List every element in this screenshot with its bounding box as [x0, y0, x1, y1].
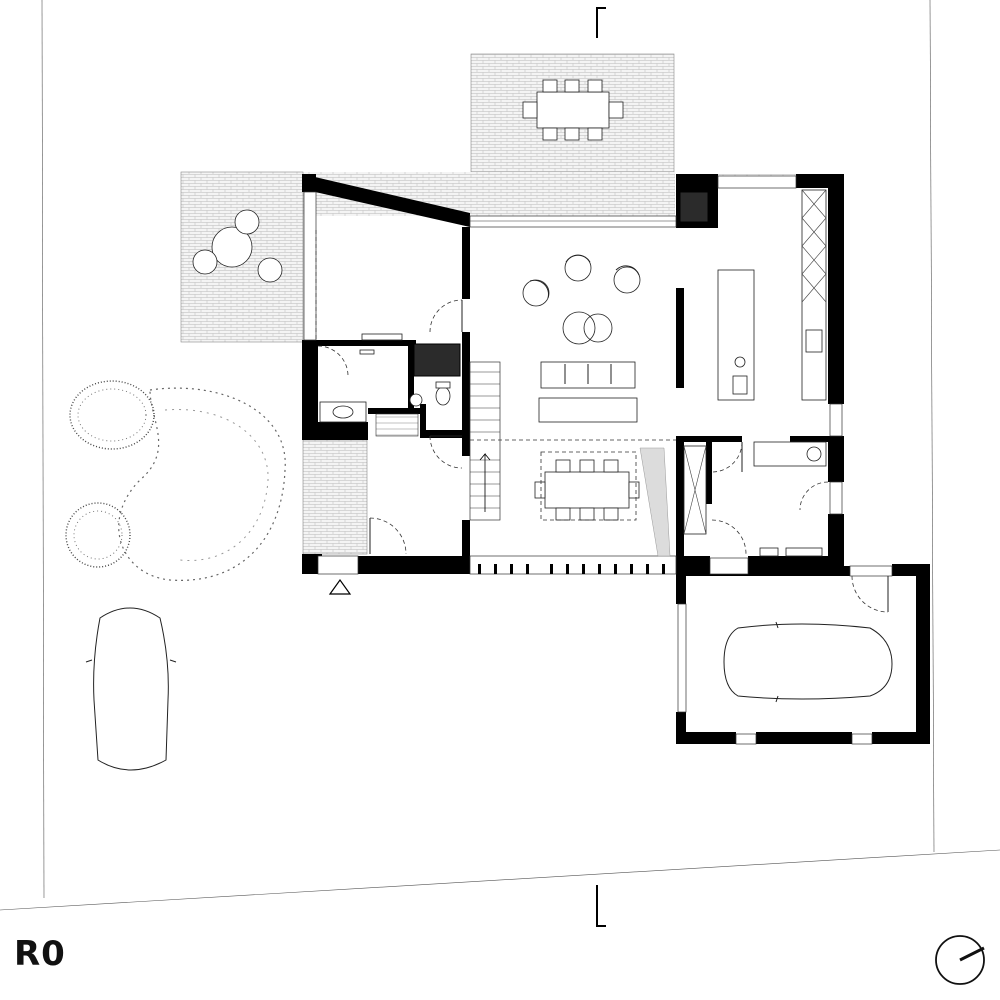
- garden-vegetation: [65, 380, 286, 581]
- zone-lines: [315, 230, 676, 557]
- section-cut-marker-top: [596, 7, 606, 38]
- utility-room-fixtures: [683, 441, 827, 557]
- entrance-paving: [302, 439, 368, 555]
- kitchen-counter: [801, 189, 827, 401]
- terrace-dining-table: [522, 79, 624, 141]
- section-cut-marker-bottom: [596, 885, 606, 927]
- north-arrow-icon: [935, 935, 985, 985]
- living-sofa: [538, 361, 638, 423]
- living-armchairs: [522, 254, 641, 345]
- level-label: R0: [14, 934, 66, 974]
- kitchen-island: [717, 269, 755, 401]
- doors: [317, 299, 889, 613]
- dining-table: [534, 451, 640, 521]
- house-walls: [302, 174, 930, 744]
- property-boundary: [0, 0, 1000, 911]
- entrance-triangle-icon: [328, 578, 352, 595]
- staircase: [469, 361, 501, 521]
- bathroom-fixtures: [319, 333, 461, 437]
- car-outline-garage: [723, 621, 893, 703]
- fireplace-or-chimney: [679, 191, 709, 223]
- car-outline-driveway: [85, 607, 177, 771]
- glazing: [303, 175, 893, 745]
- terrace-round-table: [192, 209, 283, 283]
